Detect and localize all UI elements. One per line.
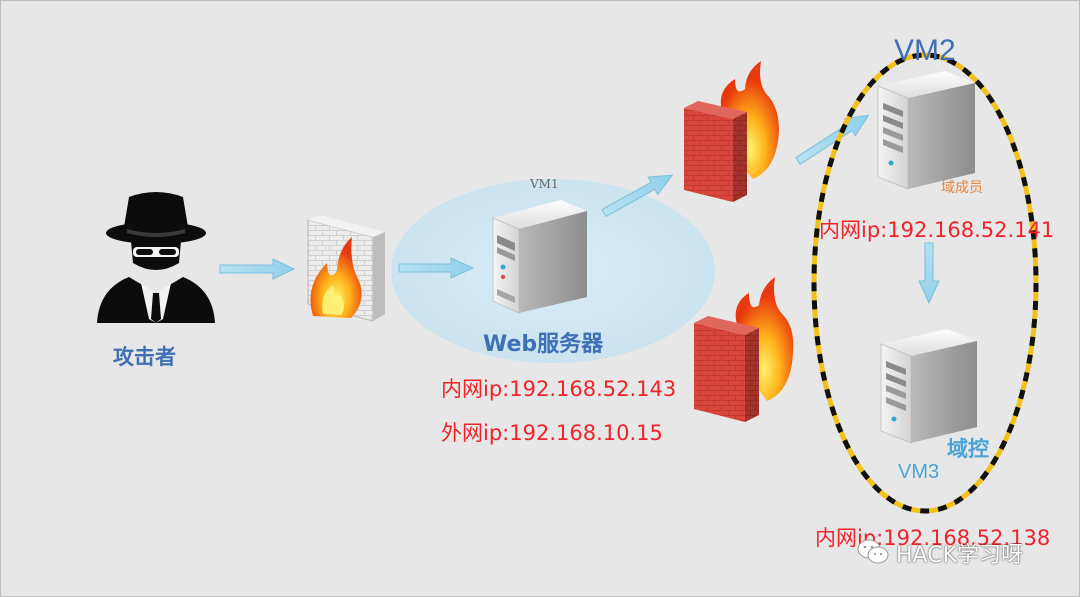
vm1-label: VM1	[530, 177, 559, 191]
watermark-text: HACK学习呀	[896, 543, 1023, 568]
hacker-icon	[97, 192, 215, 323]
vm2-label: VM2	[894, 34, 956, 67]
arrow-icon	[219, 258, 296, 280]
web-server-external-ip: 外网ip:192.168.10.15	[441, 421, 663, 445]
firewall-icon	[307, 215, 385, 322]
arrow-icon	[601, 174, 674, 218]
firewall-icon	[694, 277, 794, 422]
domain-controller-internal-ip: 内网ip:192.168.52.138	[815, 526, 1051, 550]
web-server-internal-ip: 内网ip:192.168.52.143	[441, 377, 677, 401]
firewall-icon	[684, 61, 779, 202]
domain-member-internal-ip: 内网ip:192.168.52.141	[819, 218, 1055, 242]
attacker-label: 攻击者	[113, 345, 176, 369]
web-server-label: Web服务器	[483, 332, 604, 357]
domain-controller-label: 域控	[947, 437, 989, 461]
arrow-icon	[398, 257, 475, 279]
server-icon	[877, 71, 975, 190]
wechat-icon	[857, 539, 889, 564]
server-icon	[880, 329, 977, 444]
domain-member-label: 域成员	[941, 180, 983, 196]
server-icon	[492, 200, 587, 314]
vm3-label: VM3	[898, 461, 940, 483]
arrow-icon	[918, 242, 940, 305]
domain-boundary-dash	[811, 52, 1039, 514]
